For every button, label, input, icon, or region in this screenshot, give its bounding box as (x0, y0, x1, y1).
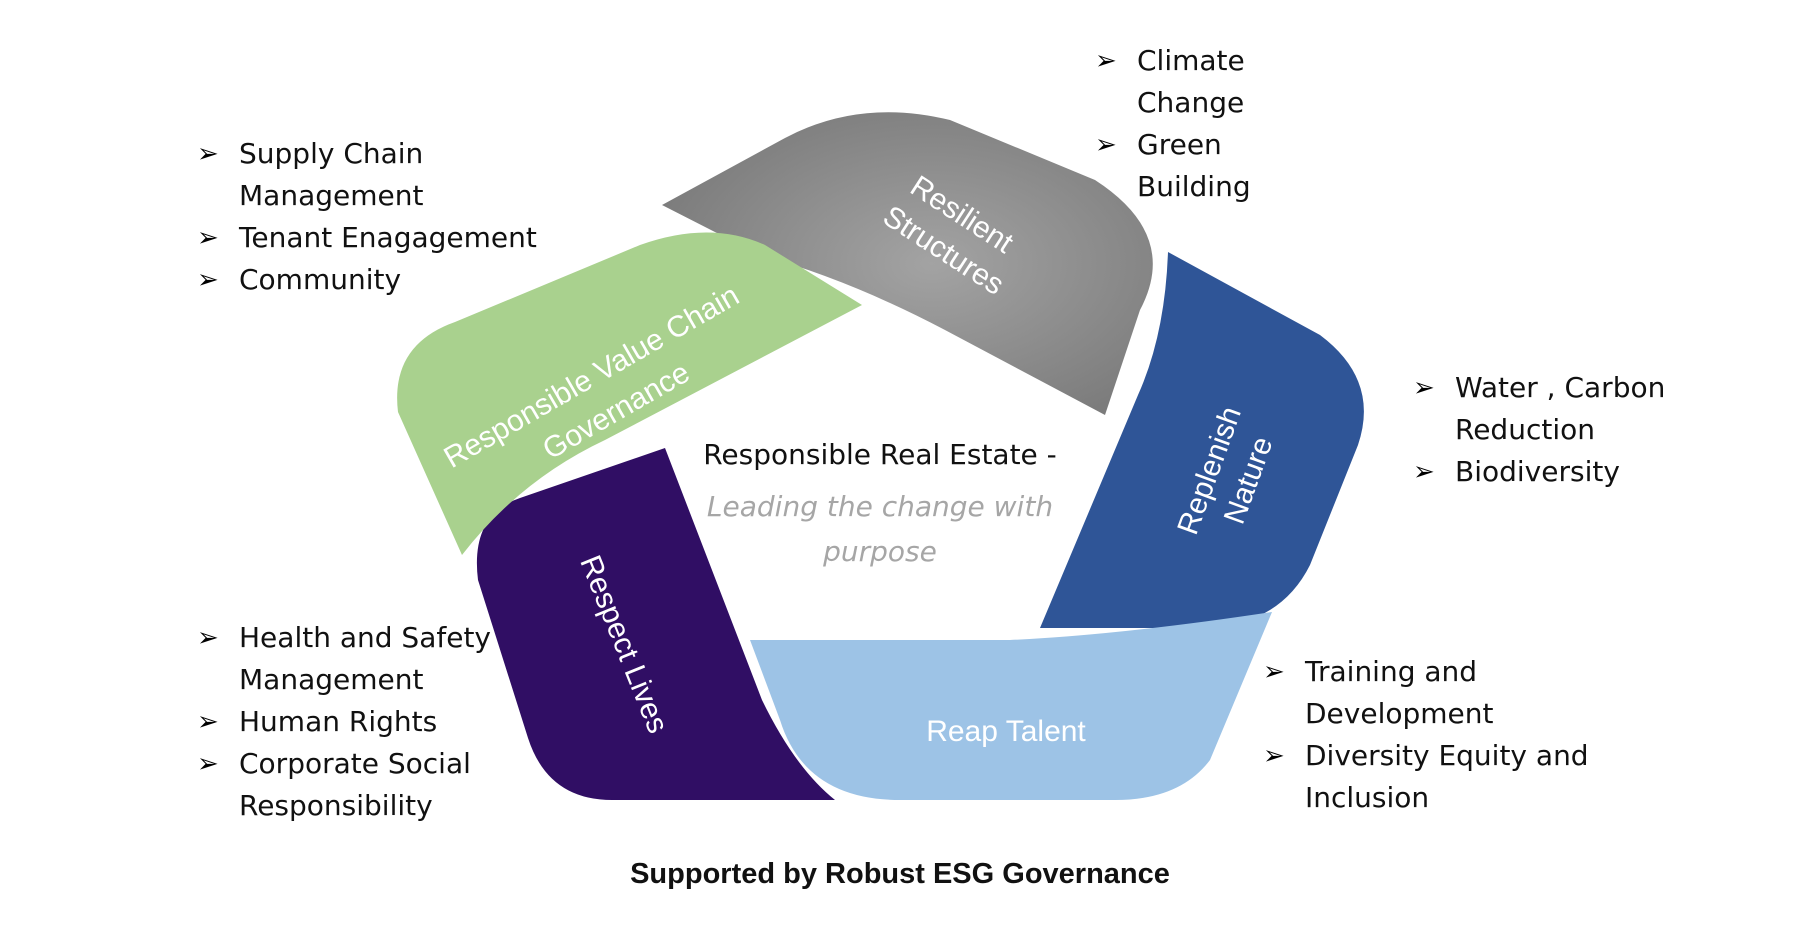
arrowhead-bullet-icon: ➢ (197, 265, 219, 295)
bullet-item: ➢ Supply Chain Management (197, 133, 597, 217)
bullet-text: Green Building (1137, 128, 1251, 203)
center-title: Responsible Real Estate - (703, 438, 1057, 471)
bullet-text: Training and Development (1305, 655, 1494, 730)
bullet-text: Biodiversity (1455, 455, 1620, 488)
bullet-item: ➢ Health and Safety Management (197, 617, 507, 701)
arrowhead-bullet-icon: ➢ (1413, 457, 1435, 487)
bullet-item: ➢ Training and Development (1263, 651, 1603, 735)
bullet-text: Diversity Equity and Inclusion (1305, 739, 1589, 814)
arrowhead-bullet-icon: ➢ (1413, 373, 1435, 403)
bullet-item: ➢ Water , Carbon Reduction (1413, 367, 1673, 451)
arrowhead-bullet-icon: ➢ (197, 623, 219, 653)
bullet-text: Water , Carbon Reduction (1455, 371, 1666, 446)
bullet-text: Community (239, 263, 402, 296)
arrowhead-bullet-icon: ➢ (1095, 130, 1117, 160)
bullets-respect-lives: ➢ Health and Safety Management ➢ Human Rig… (197, 617, 507, 827)
bullet-text: Human Rights (239, 705, 438, 738)
bullet-text: Supply Chain Management (239, 137, 424, 212)
bullets-replenish-nature: ➢ Water , Carbon Reduction ➢ Biodiversity (1413, 367, 1673, 493)
bullet-item: ➢ Climate Change (1095, 40, 1285, 124)
bullet-item: ➢ Green Building (1095, 124, 1285, 208)
segment-resilient-structures (662, 112, 1153, 416)
bullet-item: ➢ Human Rights (197, 701, 507, 743)
bullets-reap-talent: ➢ Training and Development ➢ Diversity Equ… (1263, 651, 1603, 819)
arrowhead-bullet-icon: ➢ (197, 707, 219, 737)
bullet-text: Climate Change (1137, 44, 1245, 119)
arrowhead-bullet-icon: ➢ (197, 749, 219, 779)
footer-caption: Supported by Robust ESG Governance (630, 858, 1170, 890)
arrowhead-bullet-icon: ➢ (1095, 46, 1117, 76)
arrowhead-bullet-icon: ➢ (197, 223, 219, 253)
arrowhead-bullet-icon: ➢ (1263, 741, 1285, 771)
segment-value-chain-governance (397, 232, 862, 555)
arrowhead-bullet-icon: ➢ (197, 139, 219, 169)
label-reap-talent: Reap Talent (926, 715, 1086, 748)
bullets-value-chain-governance: ➢ Supply Chain Management ➢ Tenant Enagage… (197, 133, 597, 301)
bullet-item: ➢ Tenant Enagagement (197, 217, 597, 259)
bullet-item: ➢ Biodiversity (1413, 451, 1673, 493)
bullet-text: Tenant Enagagement (239, 221, 537, 254)
center-subtitle: Leading the change with purpose (706, 490, 1054, 568)
arrowhead-bullet-icon: ➢ (1263, 657, 1285, 687)
bullet-text: Health and Safety Management (239, 621, 491, 696)
segment-replenish-nature (1040, 252, 1364, 628)
bullet-item: ➢ Diversity Equity and Inclusion (1263, 735, 1603, 819)
bullet-item: ➢ Community (197, 259, 597, 301)
bullet-text: Corporate Social Responsibility (239, 747, 471, 822)
segment-reap-talent (750, 612, 1272, 800)
bullets-resilient-structures: ➢ Climate Change ➢ Green Building (1095, 40, 1285, 208)
segment-respect-lives (476, 448, 835, 800)
bullet-item: ➢ Corporate Social Responsibility (197, 743, 507, 827)
